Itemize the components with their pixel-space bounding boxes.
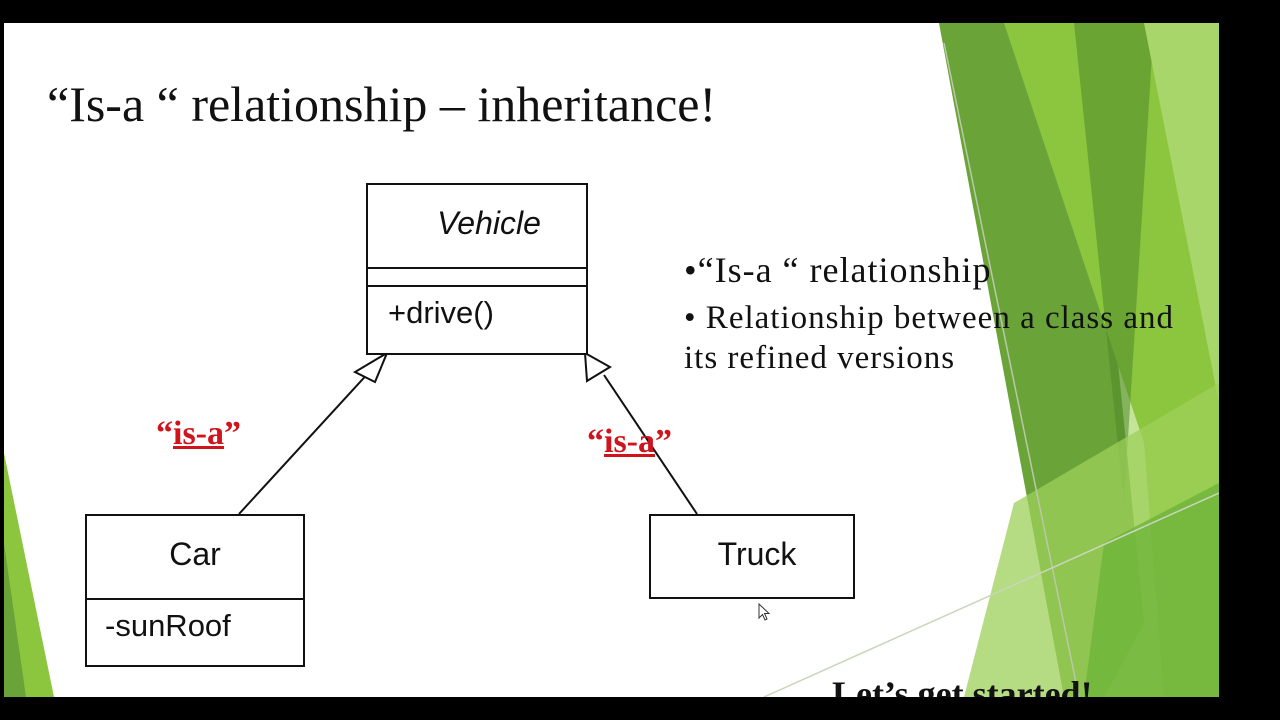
car-attribute: -sunRoof bbox=[105, 608, 231, 643]
truck-arrowhead bbox=[583, 351, 612, 383]
truck-is-a-label: “is-a” bbox=[587, 423, 672, 460]
truck-class-box: Truck bbox=[649, 514, 855, 599]
vehicle-attributes-section bbox=[368, 267, 586, 285]
bullet-main: •“Is-a “ relationship bbox=[684, 250, 992, 290]
truck-class-name: Truck bbox=[717, 536, 797, 572]
inheritance-connectors bbox=[238, 350, 698, 515]
bullet-list: •“Is-a “ relationship • Relationship bet… bbox=[684, 248, 1204, 378]
slide-background-decoration bbox=[4, 23, 1219, 697]
car-arrowhead bbox=[352, 350, 390, 384]
bullet-sub: • Relationship between a class and its r… bbox=[684, 300, 1175, 376]
vehicle-class-name: Vehicle bbox=[437, 205, 541, 241]
car-class-name: Car bbox=[169, 536, 221, 572]
slide-title: “Is-a “ relationship – inheritance! bbox=[47, 76, 717, 132]
car-to-vehicle-line bbox=[238, 368, 373, 515]
car-class-box: Car -sunRoof bbox=[85, 514, 305, 667]
vehicle-operations-section bbox=[368, 285, 586, 287]
slide-footer-text: Let’s get started! bbox=[832, 674, 1093, 697]
truck-to-vehicle-line bbox=[603, 374, 698, 515]
mouse-cursor-icon bbox=[758, 603, 771, 621]
car-is-a-label: “is-a” bbox=[156, 415, 241, 452]
slide: “Is-a “ relationship – inheritance! Vehi… bbox=[4, 23, 1219, 697]
vehicle-class-box: Vehicle +drive() bbox=[366, 183, 588, 355]
car-attributes-section bbox=[87, 598, 303, 600]
vehicle-operation: +drive() bbox=[388, 295, 494, 330]
